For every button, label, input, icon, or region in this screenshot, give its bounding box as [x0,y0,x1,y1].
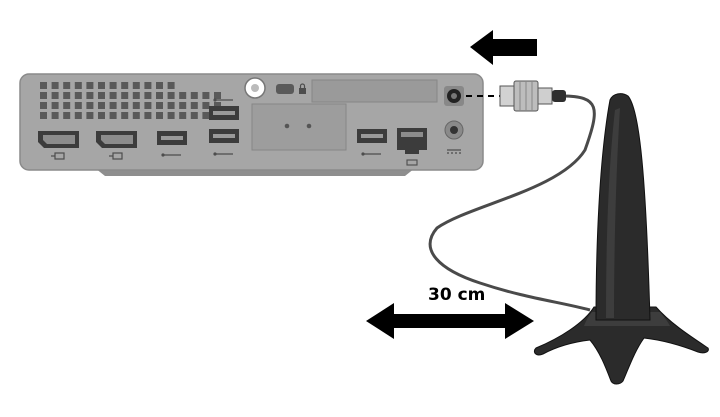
vent-slot [51,102,59,109]
vent-slot [214,92,221,99]
ethernet-icon [406,159,418,166]
vent-slot [98,82,105,89]
antenna-stand [533,93,709,385]
displayport-icon [51,152,65,160]
vent-slot [156,82,163,89]
vent-slot [167,92,175,99]
power-jack [444,120,464,140]
usb-port [209,129,239,143]
usb-icon [361,152,381,156]
vent-slot [202,92,210,99]
double-arrow-icon [366,303,534,339]
vent-slot [63,82,71,89]
vent-slot [63,102,71,109]
vent-slot [98,92,105,99]
lock-slot [276,84,294,94]
vent-slot [51,92,59,99]
vent-slot [86,102,94,109]
vent-slot [121,102,129,109]
vent-slot [167,112,175,119]
vent-slot [202,102,210,109]
vent-slot [144,112,152,119]
vent-slot [144,92,152,99]
vent-slot [190,102,198,109]
vent-slot [214,102,221,109]
antenna-jack [444,86,464,106]
vent-slot [121,82,129,89]
vent-slot [74,112,82,119]
vent-slot [167,102,175,109]
vent-slot [40,112,47,119]
usb-port [157,131,187,145]
displayport-port [38,131,79,148]
vent-slot [98,102,105,109]
vent-slot [179,102,187,109]
blank-plate [251,103,347,151]
vent-slot [40,102,47,109]
usb-icon [213,98,233,102]
displayport-port [96,131,137,148]
vent-slot [63,92,71,99]
usb-icon [161,153,181,157]
vent-slot [132,112,140,119]
vent-slot [109,82,117,89]
vent-slot [156,102,163,109]
vent-slot [144,82,152,89]
vent-slot [156,112,163,119]
vent-slot [132,102,140,109]
usb-icon [213,152,233,156]
vent-slot [109,102,117,109]
vent-slot [121,92,129,99]
vent-slot [132,82,140,89]
vent-slot [98,112,105,119]
vent-slot [86,82,94,89]
vent-slot [74,92,82,99]
vent-slot [86,92,94,99]
ethernet-port [397,128,427,154]
vent-slot [190,92,198,99]
vent-slot [74,82,82,89]
vent-slot [86,112,94,119]
mini-pc-rear [19,73,484,176]
plate-screw [284,123,290,129]
vent-slot [121,112,129,119]
power-icon [447,149,461,154]
vent-slot [202,112,210,119]
vent-slot [74,102,82,109]
antenna-connector [499,80,566,112]
vent-slot [40,92,47,99]
vent-slot [40,82,47,89]
vent-slot [109,112,117,119]
vent-slot [167,82,175,89]
vent-slot [144,102,152,109]
displayport-icon [109,152,123,160]
usb-port [357,129,387,143]
left-arrow-icon [470,30,537,65]
distance-label: 30 cm [428,285,485,305]
vent-slot [179,112,187,119]
vent-slot [190,112,198,119]
vent-slot [109,92,117,99]
vent-slot [156,92,163,99]
vent-slot [132,92,140,99]
vent-slot [179,92,187,99]
vent-slot [63,112,71,119]
usb-port [209,106,239,120]
plate-screw [306,123,312,129]
expansion-panel [311,79,438,103]
vent-slot [51,82,59,89]
vent-slot [51,112,59,119]
antenna-cable [428,94,596,312]
lock-icon [299,83,306,94]
